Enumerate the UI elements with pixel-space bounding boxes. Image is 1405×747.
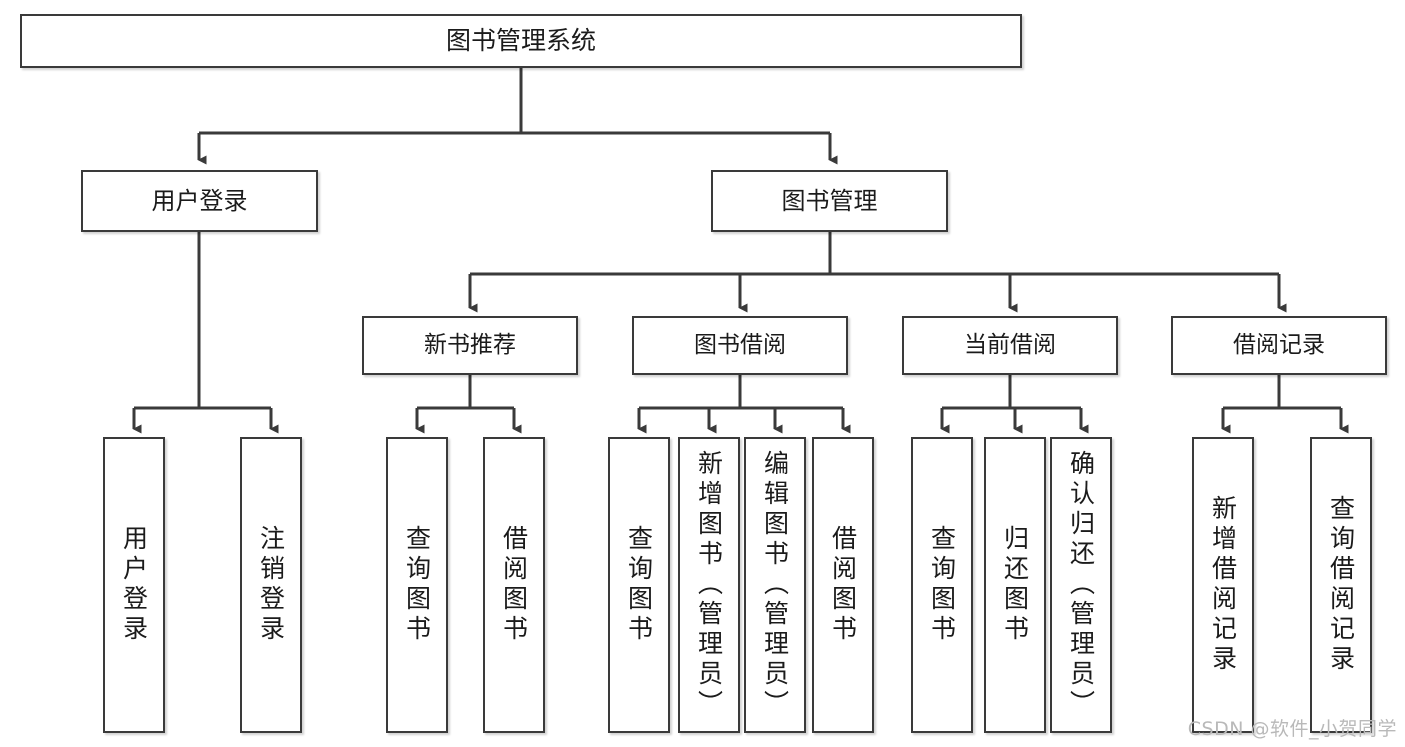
node-root[interactable]: 图书管理系统 [20, 14, 1022, 68]
node-new-book-recommend[interactable]: 新书推荐 [362, 316, 578, 375]
node-new-book-recommend-label: 新书推荐 [424, 331, 516, 358]
node-current-borrow-label: 当前借阅 [964, 331, 1056, 358]
node-leaf-add-record-label: 新增借阅记录 [1208, 495, 1238, 675]
node-borrow-record-label: 借阅记录 [1233, 331, 1325, 358]
node-book-borrow[interactable]: 图书借阅 [632, 316, 848, 375]
node-leaf-user-login[interactable]: 用户登录 [103, 437, 165, 733]
node-leaf-add-record[interactable]: 新增借阅记录 [1192, 437, 1254, 733]
node-leaf-query-book-3-label: 查询图书 [927, 525, 957, 645]
node-leaf-confirm-return-label: 确认归还（管理员） [1066, 450, 1096, 720]
node-leaf-query-book-2-label: 查询图书 [624, 525, 654, 645]
node-leaf-edit-book[interactable]: 编辑图书（管理员） [744, 437, 806, 733]
node-leaf-logout-label: 注销登录 [256, 525, 286, 645]
node-user-login-label: 用户登录 [151, 186, 248, 215]
node-leaf-confirm-return[interactable]: 确认归还（管理员） [1050, 437, 1112, 733]
node-leaf-query-book-1[interactable]: 查询图书 [386, 437, 448, 733]
node-root-label: 图书管理系统 [445, 26, 596, 56]
node-user-login[interactable]: 用户登录 [81, 170, 318, 232]
node-leaf-query-book-1-label: 查询图书 [402, 525, 432, 645]
node-leaf-query-record-label: 查询借阅记录 [1326, 495, 1356, 675]
node-leaf-logout[interactable]: 注销登录 [240, 437, 302, 733]
node-leaf-user-login-label: 用户登录 [119, 525, 149, 645]
node-leaf-query-book-2[interactable]: 查询图书 [608, 437, 670, 733]
node-leaf-add-book[interactable]: 新增图书（管理员） [678, 437, 740, 733]
node-leaf-borrow-book-1-label: 借阅图书 [499, 525, 529, 645]
node-leaf-return-book[interactable]: 归还图书 [984, 437, 1046, 733]
node-leaf-borrow-book-2-label: 借阅图书 [828, 525, 858, 645]
node-leaf-borrow-book-2[interactable]: 借阅图书 [812, 437, 874, 733]
node-book-borrow-label: 图书借阅 [694, 331, 786, 358]
node-book-manage-label: 图书管理 [781, 186, 878, 215]
node-leaf-edit-book-label: 编辑图书（管理员） [760, 450, 790, 720]
watermark-text: CSDN @软件_小贺同学 [1187, 718, 1397, 740]
node-leaf-query-book-3[interactable]: 查询图书 [911, 437, 973, 733]
node-book-manage[interactable]: 图书管理 [711, 170, 948, 232]
node-borrow-record[interactable]: 借阅记录 [1171, 316, 1387, 375]
node-leaf-borrow-book-1[interactable]: 借阅图书 [483, 437, 545, 733]
node-leaf-query-record[interactable]: 查询借阅记录 [1310, 437, 1372, 733]
node-leaf-add-book-label: 新增图书（管理员） [694, 450, 724, 720]
node-leaf-return-book-label: 归还图书 [1000, 525, 1030, 645]
node-current-borrow[interactable]: 当前借阅 [902, 316, 1118, 375]
